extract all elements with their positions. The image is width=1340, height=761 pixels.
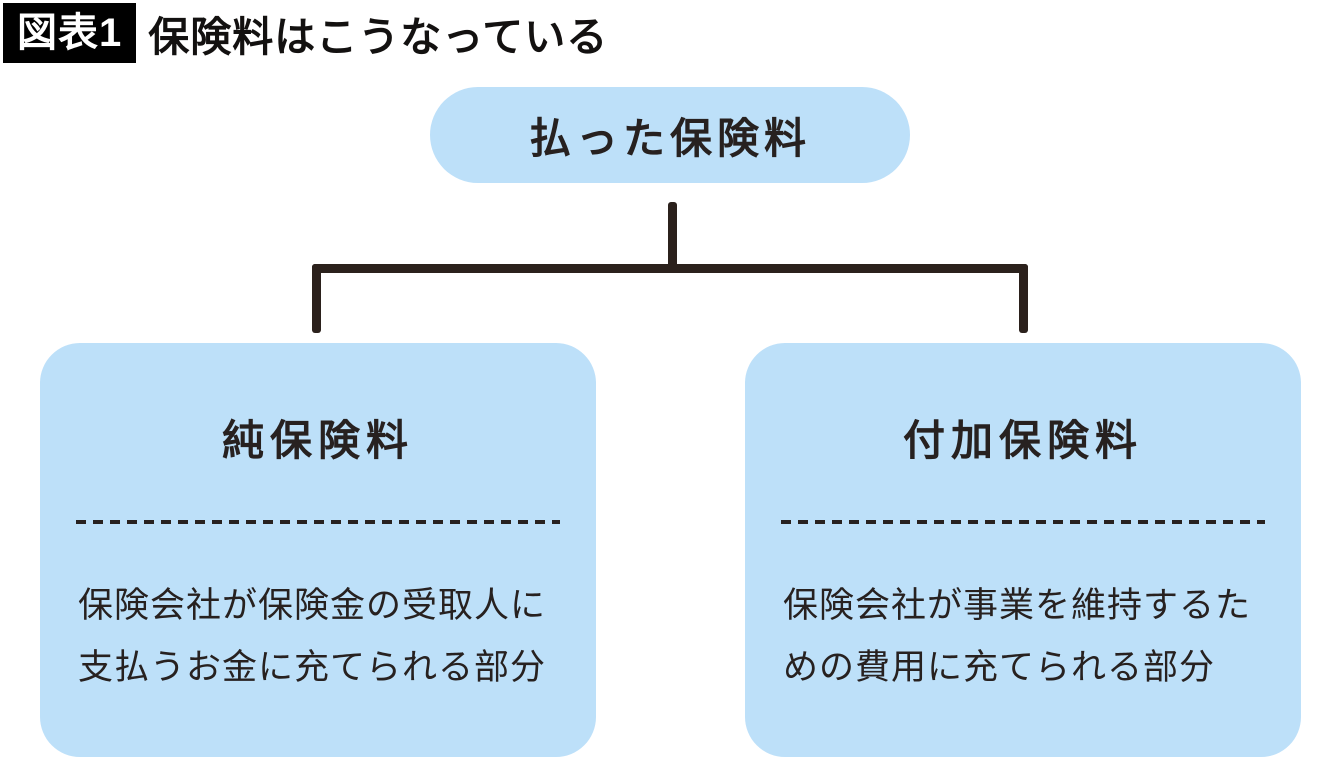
description-line: 保険会社が保険金の受取人に — [78, 586, 547, 625]
node-pure-premium: 純保険料 保険会社が保険金の受取人に 支払うお金に充てられる部分 — [40, 343, 596, 757]
description-line: 保険会社が事業を維持するた — [783, 586, 1252, 625]
node-loading-premium-description: 保険会社が事業を維持するた めの費用に充てられる部分 — [783, 575, 1275, 699]
connector-stem — [668, 202, 677, 272]
node-pure-premium-description: 保険会社が保険金の受取人に 支払うお金に充てられる部分 — [78, 575, 570, 699]
node-loading-premium-title: 付加保険料 — [902, 417, 1143, 464]
description-line: 支払うお金に充てられる部分 — [78, 648, 547, 687]
node-loading-premium: 付加保険料 保険会社が事業を維持するた めの費用に充てられる部分 — [745, 343, 1301, 757]
description-line: めの費用に充てられる部分 — [783, 648, 1216, 687]
node-pure-premium-title: 純保険料 — [221, 417, 414, 464]
connector-drop-right — [1019, 264, 1028, 333]
node-paid-premium: 払った保険料 — [430, 87, 910, 183]
connector-drop-left — [312, 264, 321, 333]
figure-number-badge: 図表1 — [3, 3, 137, 63]
connector-crossbar — [312, 264, 1028, 273]
dashed-divider — [781, 520, 1265, 524]
page-title: 保険料はこうなっている — [148, 14, 609, 60]
node-paid-premium-label: 払った保険料 — [528, 114, 811, 162]
figure-header: 図表1 保険料はこうなっている — [3, 3, 608, 63]
dashed-divider — [76, 520, 560, 524]
